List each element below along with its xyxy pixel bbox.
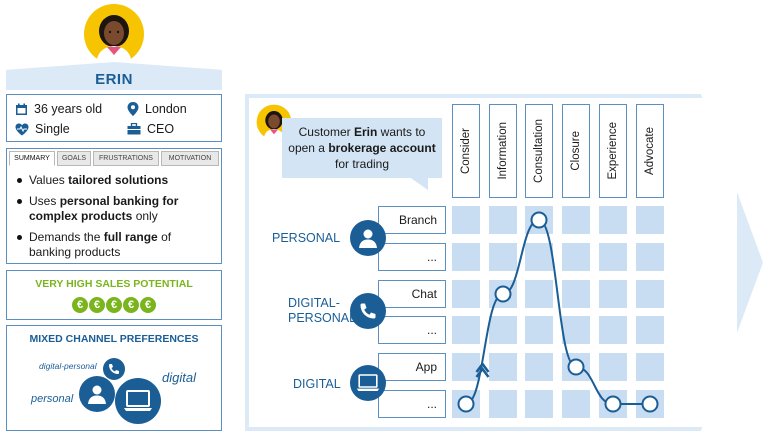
- laptop-icon: [350, 365, 386, 401]
- euro-coin-icon: €: [72, 297, 88, 313]
- grid-cell: [489, 353, 517, 381]
- calendar-icon: [16, 103, 27, 115]
- direction-chevron-icon: [475, 361, 490, 378]
- journey-point-consider: [457, 395, 475, 413]
- grid-cell: [489, 390, 517, 418]
- sales-potential-label: VERY HIGH SALES POTENTIAL: [35, 278, 193, 290]
- tab-motivation[interactable]: MOTIVATION: [161, 151, 219, 166]
- euro-coin-icon: €: [106, 297, 122, 313]
- list-item: Uses personal banking for complex produc…: [15, 194, 215, 224]
- channel-personal-more: ...: [378, 243, 446, 271]
- stage-experience: Experience: [599, 104, 627, 198]
- grid-cell: [636, 353, 664, 381]
- summary-list: Values tailored solutions Uses personal …: [15, 173, 215, 266]
- label-digital: digital: [162, 370, 196, 385]
- grid-cell: [562, 390, 590, 418]
- grid-cell: [599, 280, 627, 308]
- channel-chat: Chat: [378, 280, 446, 308]
- channel-digital-more: ...: [378, 390, 446, 418]
- persona-avatar: [83, 3, 145, 65]
- journey-point-closure: [567, 358, 585, 376]
- channel-preferences-title: MIXED CHANNEL PREFERENCES: [29, 333, 199, 345]
- grid-cell: [489, 243, 517, 271]
- persona-facts: 36 years old London Single CEO: [6, 94, 222, 142]
- group-label-digital: DIGITAL: [293, 377, 341, 391]
- grid-cell: [599, 243, 627, 271]
- grid-cell: [452, 243, 480, 271]
- channel-branch: Branch: [378, 206, 446, 234]
- channel-app: App: [378, 353, 446, 381]
- grid-cell: [562, 280, 590, 308]
- phone-icon: [103, 358, 125, 380]
- journey-point-information: [494, 285, 512, 303]
- list-item: Demands the full range of banking produc…: [15, 230, 215, 260]
- stage-consider: Consider: [452, 104, 480, 198]
- label-digital-personal: digital-personal: [39, 361, 97, 371]
- sales-potential-panel: VERY HIGH SALES POTENTIAL €€€€€: [6, 270, 222, 320]
- grid-cell: [599, 206, 627, 234]
- euro-coin-icon: €: [140, 297, 156, 313]
- laptop-icon: [115, 378, 161, 424]
- heart-pulse-icon: [15, 123, 29, 135]
- grid-cell: [599, 316, 627, 344]
- fact-city: London: [127, 102, 187, 116]
- stage-advocate: Advocate: [636, 104, 664, 198]
- person-icon: [79, 376, 115, 412]
- journey-point-advocate: [641, 395, 659, 413]
- briefcase-icon: [127, 123, 141, 135]
- grid-cell: [599, 353, 627, 381]
- persona-tabs: SUMMARY GOALS FRUSTRATIONS MOTIVATION: [9, 151, 219, 166]
- journey-curve: [465, 218, 650, 405]
- grid-cell: [525, 243, 553, 271]
- grid-cell: [636, 243, 664, 271]
- grid-cell: [452, 206, 480, 234]
- grid-cell: [636, 316, 664, 344]
- customer-avatar: [256, 104, 292, 140]
- list-item: Values tailored solutions: [15, 173, 215, 188]
- fact-role: CEO: [127, 122, 174, 136]
- fact-age: 36 years old: [15, 102, 102, 116]
- grid-cell: [562, 243, 590, 271]
- grid-cell: [452, 280, 480, 308]
- fact-status: Single: [15, 122, 70, 136]
- stage-closure: Closure: [562, 104, 590, 198]
- label-personal: personal: [31, 393, 74, 405]
- grid-cell: [452, 316, 480, 344]
- channel-preferences-panel: MIXED CHANNEL PREFERENCES digital-person…: [6, 325, 222, 431]
- journey-point-consultation: [530, 211, 548, 229]
- euro-coin-icon: €: [123, 297, 139, 313]
- person-icon: [350, 220, 386, 256]
- group-label-digital-personal: DIGITAL- PERSONAL: [288, 296, 357, 325]
- stage-information: Information: [489, 104, 517, 198]
- grid-cell: [525, 316, 553, 344]
- grid-cell: [636, 280, 664, 308]
- grid-cell: [489, 316, 517, 344]
- grid-cell: [562, 316, 590, 344]
- euro-coins: €€€€€: [7, 297, 221, 313]
- stage-consultation: Consultation: [525, 104, 553, 198]
- grid-cell: [636, 206, 664, 234]
- speech-bubble: Customer Erin wants to open a brokerage …: [282, 118, 442, 178]
- group-label-personal: PERSONAL: [272, 231, 341, 245]
- grid-cell: [562, 206, 590, 234]
- phone-icon: [350, 293, 386, 329]
- grid-cell: [525, 390, 553, 418]
- tab-frustrations[interactable]: FRUSTRATIONS: [93, 151, 159, 166]
- journey-point-experience: [604, 395, 622, 413]
- grid-cell: [525, 353, 553, 381]
- grid-cell: [452, 353, 480, 381]
- tab-goals[interactable]: GOALS: [57, 151, 91, 166]
- channel-digital-personal-more: ...: [378, 316, 446, 344]
- euro-coin-icon: €: [89, 297, 105, 313]
- location-pin-icon: [127, 102, 139, 116]
- speech-bubble-tail: [408, 176, 428, 190]
- tab-summary[interactable]: SUMMARY: [9, 151, 55, 166]
- grid-cell: [489, 206, 517, 234]
- grid-cell: [525, 280, 553, 308]
- persona-tabs-panel: SUMMARY GOALS FRUSTRATIONS MOTIVATION Va…: [6, 148, 222, 264]
